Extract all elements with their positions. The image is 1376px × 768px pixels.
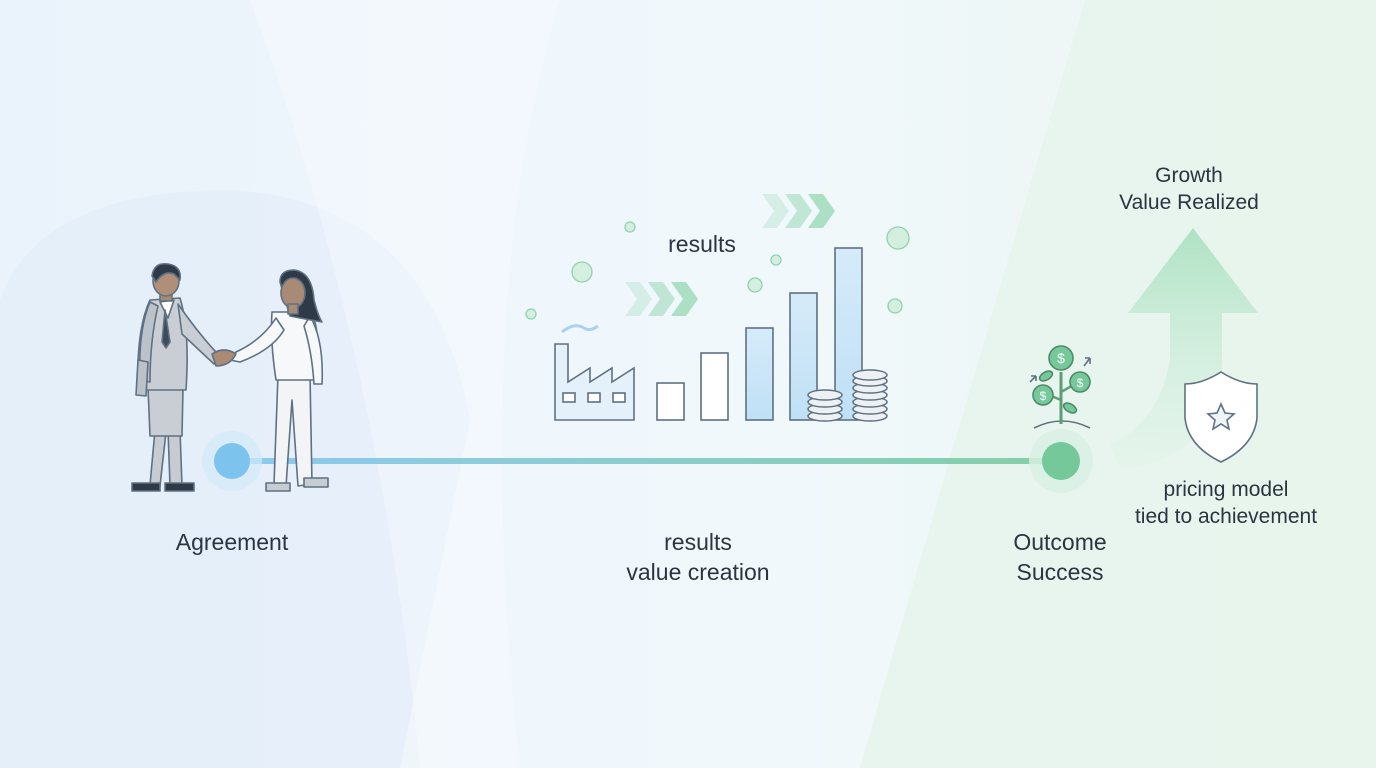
man-figure <box>131 262 223 492</box>
agreement-label: Agreement <box>175 529 289 555</box>
handshake-illustration <box>131 262 329 492</box>
results-value-creation-label: results value creation <box>626 529 770 585</box>
bar-3 <box>745 327 774 421</box>
svg-text:$: $ <box>1077 376 1084 390</box>
pricing-model-label: pricing model tied to achievement <box>1134 478 1318 528</box>
svg-text:$: $ <box>1057 350 1065 366</box>
bar-chart-icon <box>656 247 863 421</box>
outcome-success-label: Outcome Success <box>1013 529 1107 585</box>
bar-1 <box>656 382 685 421</box>
results-floating-label: results <box>668 231 736 257</box>
bubbles-decoration <box>525 221 910 320</box>
factory-icon <box>554 324 635 421</box>
chevrons-icon-2 <box>762 194 835 228</box>
bar-2 <box>700 352 729 421</box>
growth-value-realized-label: Growth Value Realized <box>1119 164 1259 214</box>
growth-arrow-icon <box>1110 228 1258 470</box>
coin-stack-icon <box>807 369 888 422</box>
outcome-node <box>1029 429 1093 493</box>
chevrons-icon-1 <box>625 282 698 316</box>
woman-figure <box>229 269 329 492</box>
money-tree-icon: $ $ $ <box>1029 345 1091 429</box>
svg-text:$: $ <box>1040 389 1047 403</box>
shield-star-icon <box>1184 371 1258 463</box>
agreement-node <box>202 431 262 491</box>
timeline-line <box>232 458 1062 464</box>
